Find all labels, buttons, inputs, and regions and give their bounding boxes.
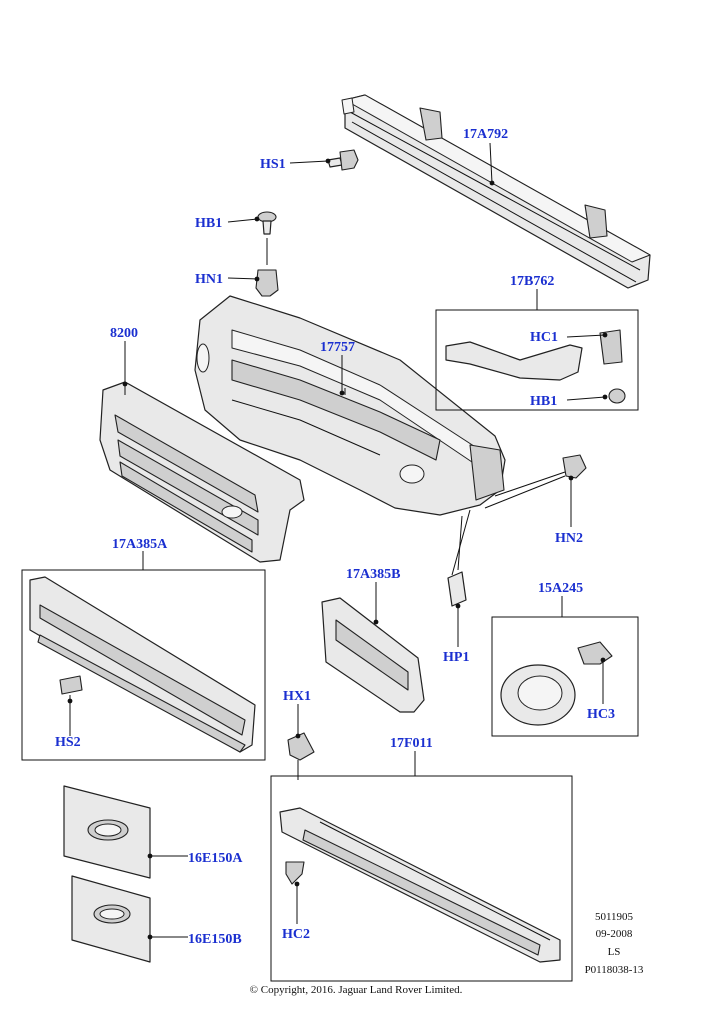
copyright-notice: © Copyright, 2016. Jaguar Land Rover Lim… [250,984,463,996]
label-hc2: HC2 [282,927,310,942]
label-hs2: HS2 [55,735,81,750]
label-17a792: 17A792 [463,127,508,142]
grille-8200 [99,381,305,563]
label-hn1: HN1 [195,272,223,287]
plug-hp1 [447,509,471,607]
fog-lamp-box-15a245 [491,616,639,737]
label-16e150a: 16E150A [188,851,243,866]
label-17b762: 17B762 [510,274,554,289]
badge-16e150a [63,785,151,879]
meta-date: 09-2008 [596,928,633,940]
label-hs1: HS1 [260,157,286,172]
label-17f011: 17F011 [390,736,433,751]
bracket-17a385b [321,597,425,713]
label-16e150b: 16E150B [188,932,242,947]
meta-ls: LS [608,946,621,958]
plate-box-17a385a [21,569,266,761]
label-17a385a: 17A385A [112,537,168,552]
reinforcement-bar-17a792 [341,94,651,289]
badge-16e150b [71,875,151,963]
meta-code: 5011905 [595,911,634,923]
bolt-hs1 [327,149,359,171]
bumper-cover-17757 [194,295,506,516]
label-hb1-box: HB1 [530,394,557,409]
undertray-box-17f011 [270,775,573,982]
label-8200: 8200 [110,326,138,341]
label-17a385b: 17A385B [346,567,400,582]
clip-hn1 [255,238,279,297]
clip-hx1 [287,732,315,780]
label-15a245: 15A245 [538,581,583,596]
bolt-hb1-top [257,211,277,235]
clip-hn2 [484,454,587,509]
label-17757: 17757 [320,340,355,355]
label-hc3: HC3 [587,707,615,722]
leader-lines [67,142,608,940]
label-hn2: HN2 [555,531,583,546]
label-hp1: HP1 [443,650,469,665]
meta-ref: P0118038-13 [585,964,644,976]
label-hx1: HX1 [283,689,311,704]
label-hc1: HC1 [530,330,558,345]
label-hb1-top: HB1 [195,216,222,231]
